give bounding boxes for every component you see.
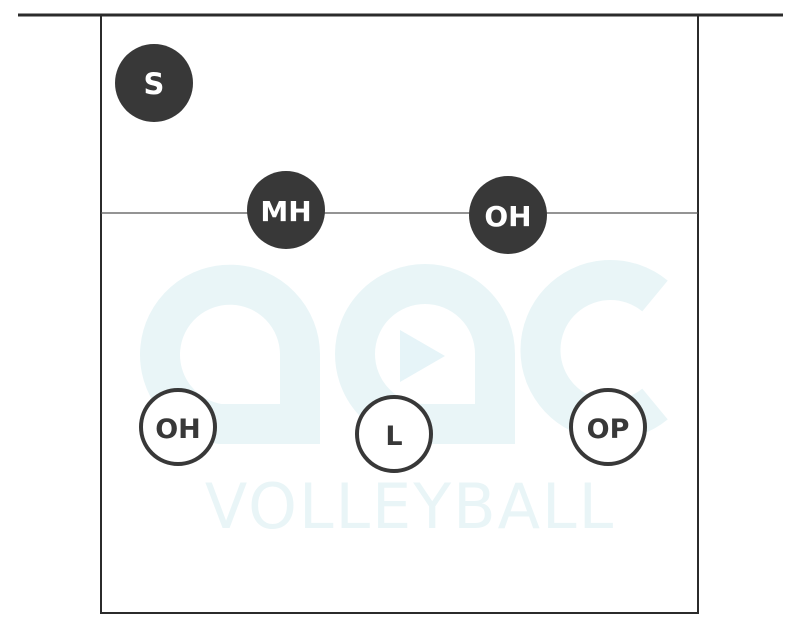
player-op: OP — [569, 388, 647, 466]
watermark-text: VOLLEYBALL — [205, 470, 615, 543]
player-op-circle — [569, 388, 647, 466]
player-oh-back: OH — [139, 388, 217, 466]
player-s-circle — [115, 44, 193, 122]
player-l-circle — [355, 395, 433, 473]
player-s: S — [115, 44, 193, 122]
watermark-play-icon — [400, 330, 445, 382]
player-mh: MH — [247, 171, 325, 249]
player-mh-circle — [247, 171, 325, 249]
player-oh-front: OH — [469, 176, 547, 254]
player-op-label: OP — [587, 414, 630, 445]
court-boundary — [100, 14, 699, 614]
player-oh-front-label: OH — [484, 200, 531, 233]
player-mh-label: MH — [260, 195, 311, 228]
player-oh-front-circle — [469, 176, 547, 254]
player-l-label: L — [385, 421, 402, 452]
player-oh-back-circle — [139, 388, 217, 466]
player-oh-back-label: OH — [155, 414, 201, 445]
player-l: L — [355, 395, 433, 473]
player-s-label: S — [144, 67, 165, 101]
